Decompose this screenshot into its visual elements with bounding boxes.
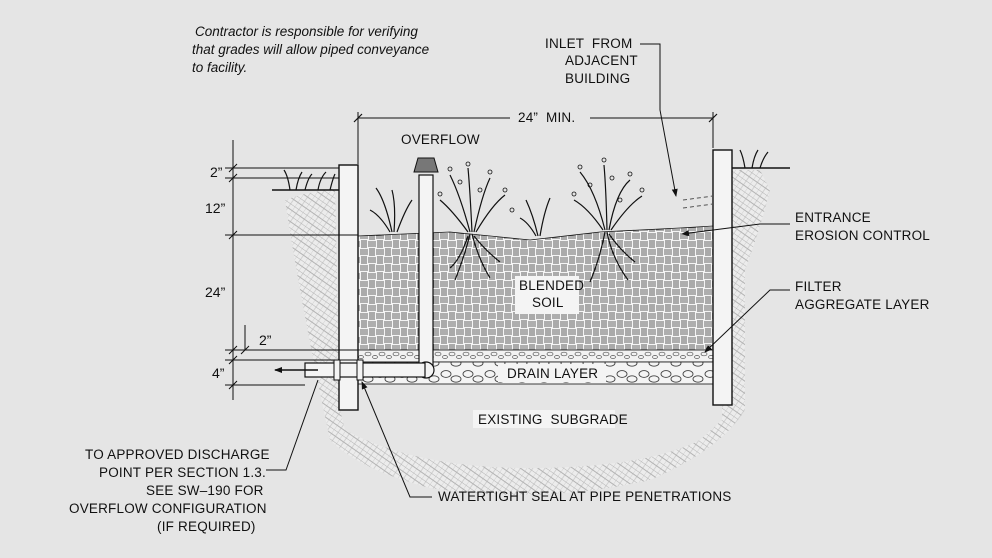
dim-overflow-height: 2” [259, 332, 272, 348]
filter-leader [704, 289, 790, 353]
right-planter-wall [712, 149, 733, 406]
overflow-grate [413, 157, 439, 173]
existing-subgrade-label: EXISTING SUBGRADE [478, 412, 628, 427]
left-planter-wall [338, 164, 359, 411]
inlet-label-1: INLET FROM [545, 36, 632, 51]
blended-soil-label-2: SOIL [532, 295, 564, 310]
entrance-leader [681, 223, 790, 237]
blended-soil-label-1: BLENDED [519, 278, 584, 293]
dim-pipe: 4” [212, 365, 225, 381]
entrance-label-1: ENTRANCE [795, 210, 871, 225]
drain-label-bg [498, 364, 606, 382]
seal-label: WATERTIGHT SEAL AT PIPE PENETRATIONS [438, 489, 732, 504]
seal-leader [361, 381, 432, 498]
inlet-leader [640, 43, 678, 197]
inlet-label-2: ADJACENT [565, 53, 638, 68]
discharge-label-1: TO APPROVED DISCHARGE [85, 447, 270, 462]
note-line-2: that grades will allow piped conveyance [192, 42, 429, 57]
inlet-pipe [682, 195, 714, 209]
discharge-label-4: OVERFLOW CONFIGURATION [69, 501, 267, 516]
discharge-label-3: SEE SW–190 FOR [146, 483, 264, 498]
plant-group [283, 149, 769, 283]
inlet-label-3: BUILDING [565, 71, 630, 86]
discharge-label-2: POINT PER SECTION 1.3. [99, 465, 266, 480]
vertical-dimensions [225, 140, 358, 400]
width-dim-tick [353, 113, 718, 123]
note-line-3: to facility. [192, 60, 247, 75]
flower-dots [437, 157, 645, 213]
dim-freeboard: 2” [210, 164, 223, 180]
subgrade-label-bg [473, 410, 615, 428]
soil-label-bg [515, 276, 579, 314]
filter-label-2: AGGREGATE LAYER [795, 297, 930, 312]
pipe-seal-right [356, 359, 364, 381]
drain-layer-label: DRAIN LAYER [507, 366, 598, 381]
existing-subgrade-ground [285, 170, 770, 495]
filter-label-1: FILTER [795, 279, 842, 294]
dim-ponding: 12” [205, 200, 226, 216]
note-line-1: Contractor is responsible for verifying [195, 24, 418, 39]
discharge-label-5: (IF REQUIRED) [157, 519, 256, 534]
entrance-label-2: EROSION CONTROL [795, 228, 930, 243]
dim-soil-depth: 24” [205, 284, 226, 300]
overflow-label: OVERFLOW [401, 132, 480, 147]
discharge-leader [266, 379, 319, 471]
width-label: 24” MIN. [518, 110, 575, 125]
